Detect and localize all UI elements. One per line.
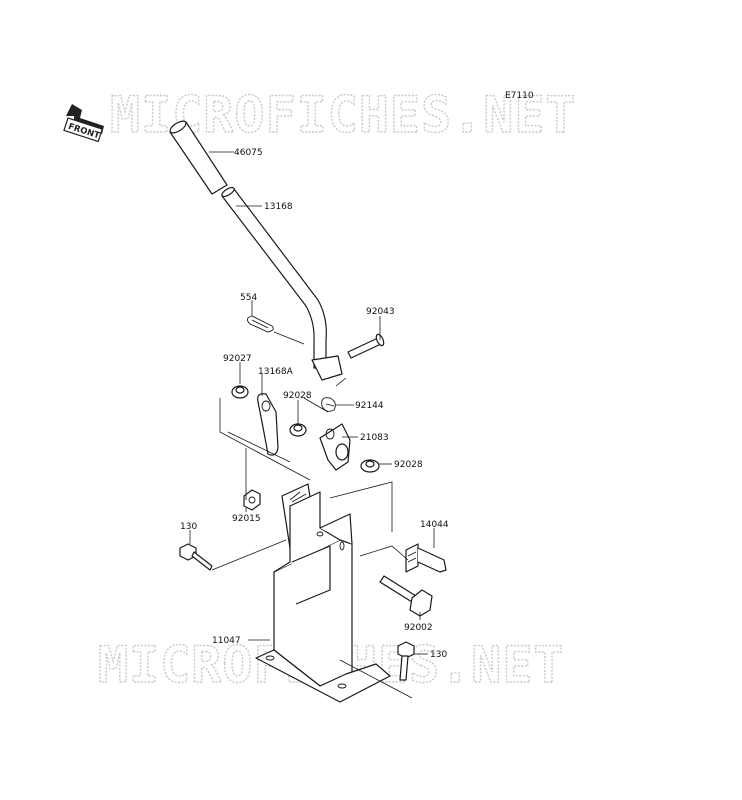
part-label-21083: 21083: [360, 433, 389, 443]
frame-11047-drawing: [255, 491, 391, 703]
front-arrow-icon: FRONT: [63, 104, 104, 143]
part-label-14044: 14044: [420, 520, 449, 530]
part-label-13168: 13168: [264, 202, 293, 212]
part-label-92027: 92027: [223, 354, 252, 364]
part-label-130-right: 130: [430, 650, 447, 660]
bracket-21083-drawing: [319, 423, 351, 471]
bolt-130-right-drawing: [397, 641, 415, 681]
arm-13168A-drawing: [257, 393, 279, 456]
leader-lines: [189, 151, 435, 655]
part-label-92015: 92015: [232, 514, 261, 524]
reference-lines: [211, 331, 413, 699]
part-label-92028-lower: 92028: [394, 460, 423, 470]
bushing-92027-drawing: [231, 385, 249, 399]
part-label-46075: 46075: [234, 148, 263, 158]
nut-92015-drawing: [243, 489, 261, 511]
bolt-92002-drawing: [379, 575, 433, 617]
bolt-130-left-drawing: [179, 543, 213, 571]
clamp-14044-drawing: [405, 543, 447, 573]
part-label-92144: 92144: [355, 401, 384, 411]
part-label-13168A: 13168A: [258, 367, 294, 377]
part-label-554: 554: [240, 293, 257, 303]
part-label-92002: 92002: [404, 623, 433, 633]
bushing-92028-lower-drawing: [360, 459, 380, 473]
bushing-92028-upper-drawing: [289, 423, 307, 437]
lever-13168-drawing: [221, 186, 343, 381]
grip-46075-drawing: [169, 120, 228, 195]
part-labels: 46075 13168 554 92043 92027 13168A 92028…: [180, 148, 449, 660]
clip-554-drawing: [247, 315, 274, 333]
diagram-code: E7110: [505, 91, 534, 101]
part-label-130-left: 130: [180, 522, 197, 532]
part-label-92043: 92043: [366, 307, 395, 317]
part-label-11047: 11047: [212, 636, 241, 646]
part-label-92028-upper: 92028: [283, 391, 312, 401]
